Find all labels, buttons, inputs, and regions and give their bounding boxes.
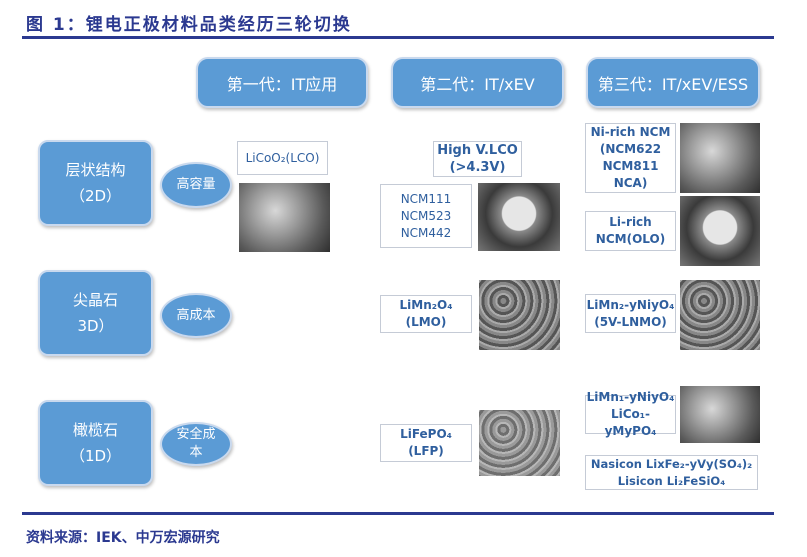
line: LiMn₂O₄ xyxy=(399,298,453,312)
sem-image-lmo xyxy=(479,280,560,350)
sem-image-ni-rich xyxy=(680,123,760,193)
line: (LFP) xyxy=(408,444,444,458)
category-name: 尖晶石 xyxy=(72,291,118,309)
category-name: 层状结构 xyxy=(65,161,126,179)
sem-image-olivine-next xyxy=(680,386,760,443)
line: NCM523 xyxy=(400,208,452,223)
line: LiMn₂-yNiyO₄ xyxy=(586,297,675,312)
sem-image-lco xyxy=(239,183,330,252)
material-lco: LiCoO₂(LCO) xyxy=(237,141,328,175)
gen1-header: 第一代：IT应用 xyxy=(196,57,368,108)
line: NCM442 xyxy=(400,225,452,240)
line: (>4.3V) xyxy=(449,160,506,175)
line: NCM111 xyxy=(400,191,452,206)
category-spinel: 尖晶石 3D） xyxy=(38,270,153,356)
category-dim: （2D） xyxy=(69,187,122,205)
source-note: 资料来源：IEK、中万宏源研究 xyxy=(26,530,220,546)
line: (5V-LNMO) xyxy=(594,314,667,329)
figure-title: 图 1：锂电正极材料品类经历三轮切换 xyxy=(26,15,352,35)
material-lmo: LiMn₂O₄ (LMO) xyxy=(380,295,472,333)
line: Nasicon LixFe₂-yVy(SO₄)₂ xyxy=(590,456,753,471)
sem-image-ncm xyxy=(478,183,560,251)
material-lfp: LiFePO₄ (LFP) xyxy=(380,424,472,462)
line: Li-rich xyxy=(609,215,652,229)
material-olivine-next: LiMn₁-yNiyO₄ LiCo₁-yMyPO₄ xyxy=(585,390,676,438)
line: LiMn₁-yNiyO₄ xyxy=(586,390,675,404)
material-nasicon: Nasicon LixFe₂-yVy(SO₄)₂ Lisicon Li₂FeSiO… xyxy=(585,455,758,490)
line: Ni-rich NCM xyxy=(590,125,671,139)
top-rule xyxy=(22,36,774,39)
line: Lisicon Li₂FeSiO₄ xyxy=(617,473,726,488)
trait-high-capacity: 高容量 xyxy=(160,162,232,208)
sem-image-lnmo xyxy=(680,280,760,350)
line: (NCM622 xyxy=(599,142,662,156)
line: High V.LCO xyxy=(437,143,518,158)
category-dim: （1D） xyxy=(69,447,122,465)
line: NCM811 xyxy=(602,159,659,173)
trait-safety-cost: 安全成本 xyxy=(160,422,232,466)
category-dim: 3D） xyxy=(77,317,114,335)
category-name: 橄榄石 xyxy=(72,421,118,439)
gen2-header: 第二代：IT/xEV xyxy=(391,57,564,108)
line: LiCo₁-yMyPO₄ xyxy=(604,407,657,438)
sem-image-li-rich xyxy=(680,196,760,266)
trait-high-cost: 高成本 xyxy=(160,293,232,338)
material-lnmo: LiMn₂-yNiyO₄ (5V-LNMO) xyxy=(585,294,676,333)
bottom-rule xyxy=(22,512,774,515)
category-olivine: 橄榄石 （1D） xyxy=(38,400,153,486)
line: (LMO) xyxy=(405,315,447,329)
category-layered: 层状结构 （2D） xyxy=(38,140,153,226)
line: NCA) xyxy=(613,176,648,190)
material-high-v-lco: High V.LCO (>4.3V) xyxy=(433,141,522,177)
gen3-header: 第三代：IT/xEV/ESS xyxy=(586,57,760,108)
line: NCM(OLO) xyxy=(595,232,666,246)
sem-image-lfp xyxy=(479,410,560,476)
line: LiFePO₄ xyxy=(400,427,452,441)
